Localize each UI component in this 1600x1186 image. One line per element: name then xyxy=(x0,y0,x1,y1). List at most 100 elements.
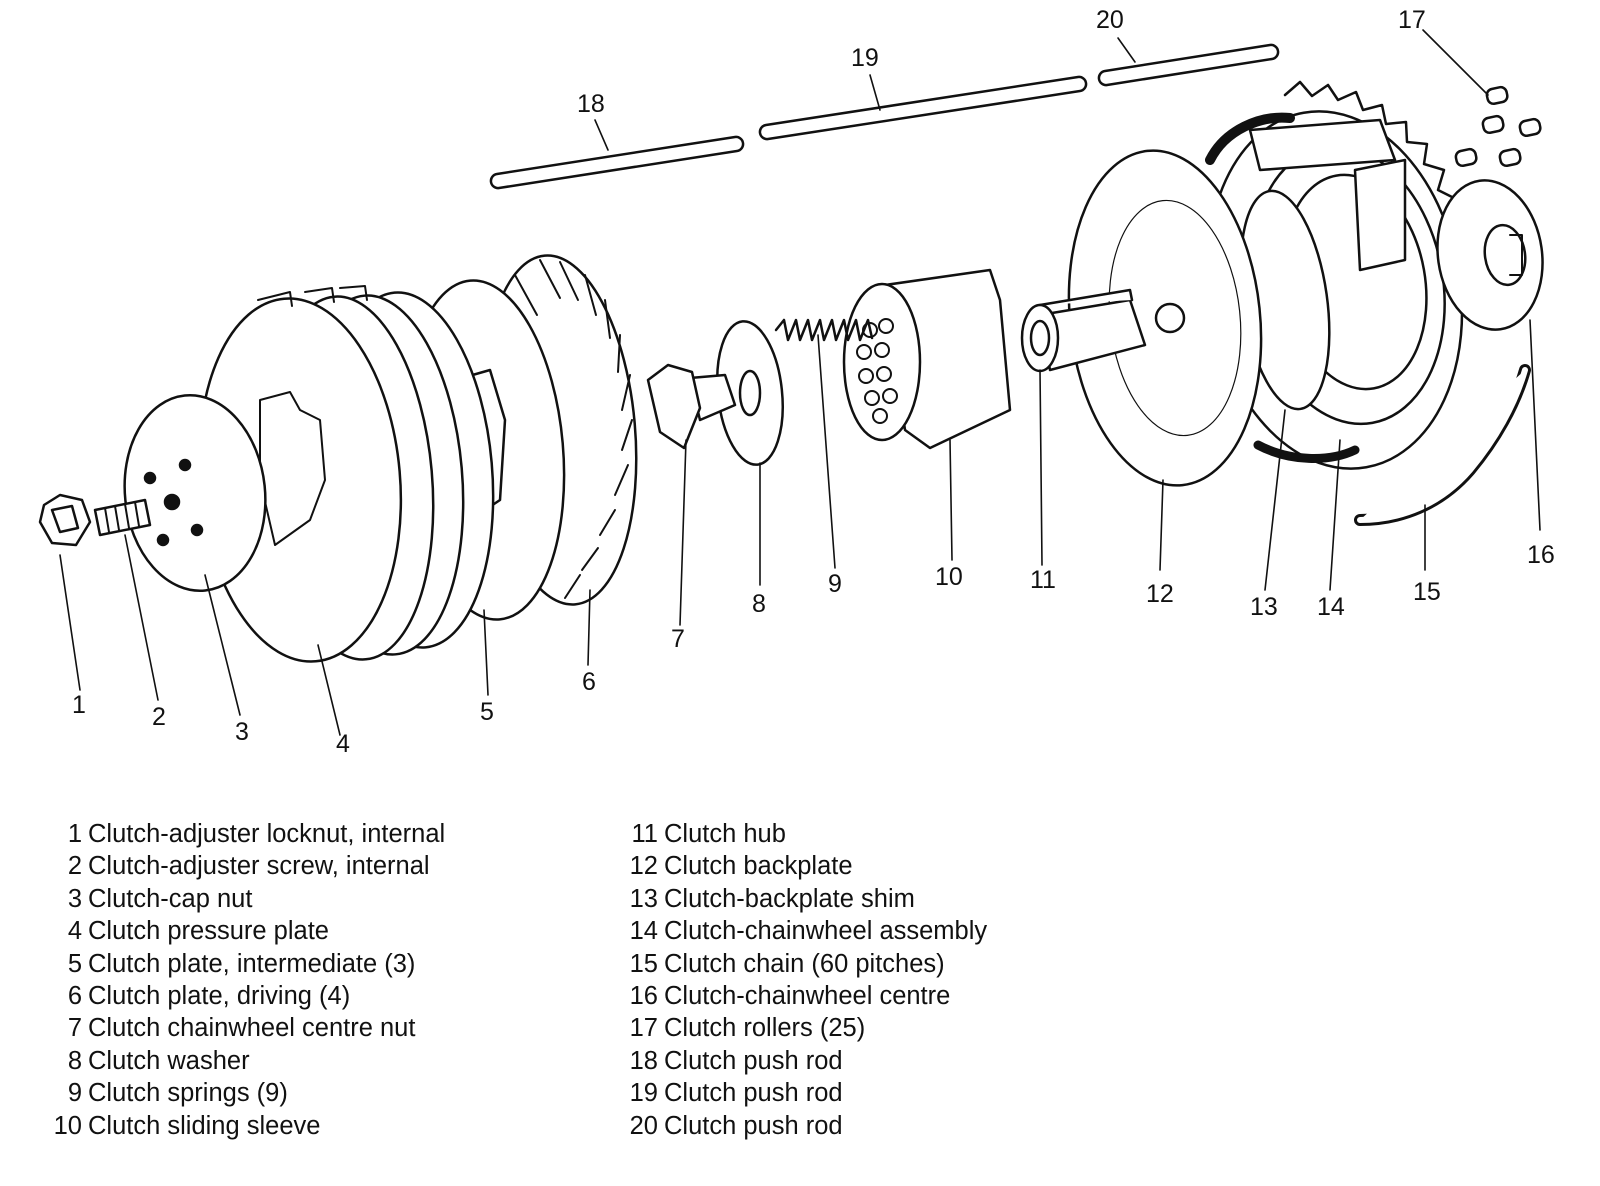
legend-number: 9 xyxy=(67,1079,82,1108)
legend-number: 3 xyxy=(67,884,82,913)
legend-number: 12 xyxy=(629,852,658,881)
callout-19: 19 xyxy=(851,44,879,72)
callout-7: 7 xyxy=(671,625,685,653)
clutch-chainwheel-centre xyxy=(1436,179,1544,331)
callout-12: 12 xyxy=(1146,580,1174,608)
legend-number: 15 xyxy=(629,949,658,978)
legend-text: Clutch push rod xyxy=(664,1046,843,1075)
callout-1: 1 xyxy=(72,691,86,719)
clutch-sliding-sleeve xyxy=(842,268,1012,450)
clutch-hub xyxy=(1020,288,1147,373)
callout-9: 9 xyxy=(828,570,842,598)
callout-3: 3 xyxy=(235,718,249,746)
legend-text: Clutch push rod xyxy=(664,1079,843,1108)
callout-14: 14 xyxy=(1317,593,1345,621)
callout-2: 2 xyxy=(152,703,166,731)
callout-18: 18 xyxy=(577,90,605,118)
legend-text: Clutch springs (9) xyxy=(88,1079,288,1108)
legend-text: Clutch-chainwheel assembly xyxy=(664,917,988,946)
clutch-spring xyxy=(774,318,874,342)
callout-16: 16 xyxy=(1527,541,1555,569)
legend-text: Clutch chain (60 pitches) xyxy=(664,949,945,978)
legend-text: Clutch backplate xyxy=(664,852,853,881)
clutch-pressure-plate xyxy=(197,285,495,663)
legend-number: 17 xyxy=(629,1014,658,1043)
clutch-cap-nut xyxy=(123,394,267,592)
legend-number: 6 xyxy=(67,982,82,1011)
clutch-chainwheel-centre-nut xyxy=(646,363,737,450)
clutch-chain xyxy=(1354,364,1531,526)
push-rod-19 xyxy=(758,75,1088,141)
callout-17: 17 xyxy=(1398,6,1426,34)
clutch-adjuster-screw xyxy=(93,498,152,537)
legend-text: Clutch rollers (25) xyxy=(664,1014,866,1043)
leader-lines xyxy=(59,29,1541,736)
callout-10: 10 xyxy=(935,563,963,591)
legend-number: 2 xyxy=(67,852,82,881)
legend-text: Clutch plate, intermediate (3) xyxy=(88,949,416,978)
legend-number: 19 xyxy=(629,1079,658,1108)
legend-number: 5 xyxy=(67,949,82,978)
exploded-clutch-diagram: 1 2 3 4 5 6 7 8 9 10 11 12 13 14 15 16 1… xyxy=(38,6,1555,758)
legend-text: Clutch-adjuster locknut, internal xyxy=(88,820,446,848)
legend-text: Clutch sliding sleeve xyxy=(88,1111,321,1140)
legend-text: Clutch-backplate shim xyxy=(664,884,915,913)
callout-11: 11 xyxy=(1030,566,1056,594)
legend-number: 13 xyxy=(629,884,658,913)
callout-4: 4 xyxy=(336,730,350,758)
legend-number: 8 xyxy=(67,1046,82,1075)
clutch-adjuster-locknut xyxy=(38,493,92,547)
legend-text: Clutch push rod xyxy=(664,1111,843,1140)
legend-number: 10 xyxy=(53,1111,82,1140)
legend-number: 16 xyxy=(629,982,658,1011)
callout-5: 5 xyxy=(480,698,494,726)
legend-text: Clutch chainwheel centre nut xyxy=(88,1014,416,1043)
clutch-washer xyxy=(716,320,784,466)
callout-15: 15 xyxy=(1413,578,1441,606)
callout-6: 6 xyxy=(582,668,596,696)
legend-number: 7 xyxy=(67,1014,82,1043)
legend-text: Clutch hub xyxy=(664,820,786,848)
legend-text: Clutch pressure plate xyxy=(88,917,329,946)
push-rod-20 xyxy=(1097,43,1280,87)
legend-number: 18 xyxy=(629,1046,658,1075)
clutch-rollers xyxy=(1454,85,1542,168)
legend-text: Clutch washer xyxy=(88,1046,250,1075)
legend-text: Clutch-adjuster screw, internal xyxy=(88,852,430,881)
callout-13: 13 xyxy=(1250,593,1278,621)
clutch-backplate xyxy=(1067,149,1263,487)
legend-number: 1 xyxy=(67,820,82,848)
legend-text: Clutch-cap nut xyxy=(88,884,253,913)
legend-text: Clutch-chainwheel centre xyxy=(664,982,951,1011)
legend-number: 4 xyxy=(67,917,82,946)
legend-number: 11 xyxy=(631,820,658,848)
callout-8: 8 xyxy=(752,590,766,618)
push-rod-18 xyxy=(489,135,745,190)
legend-number: 20 xyxy=(629,1111,658,1140)
callout-20: 20 xyxy=(1096,6,1124,34)
legend-number: 14 xyxy=(629,917,658,946)
legend-text: Clutch plate, driving (4) xyxy=(88,982,351,1011)
